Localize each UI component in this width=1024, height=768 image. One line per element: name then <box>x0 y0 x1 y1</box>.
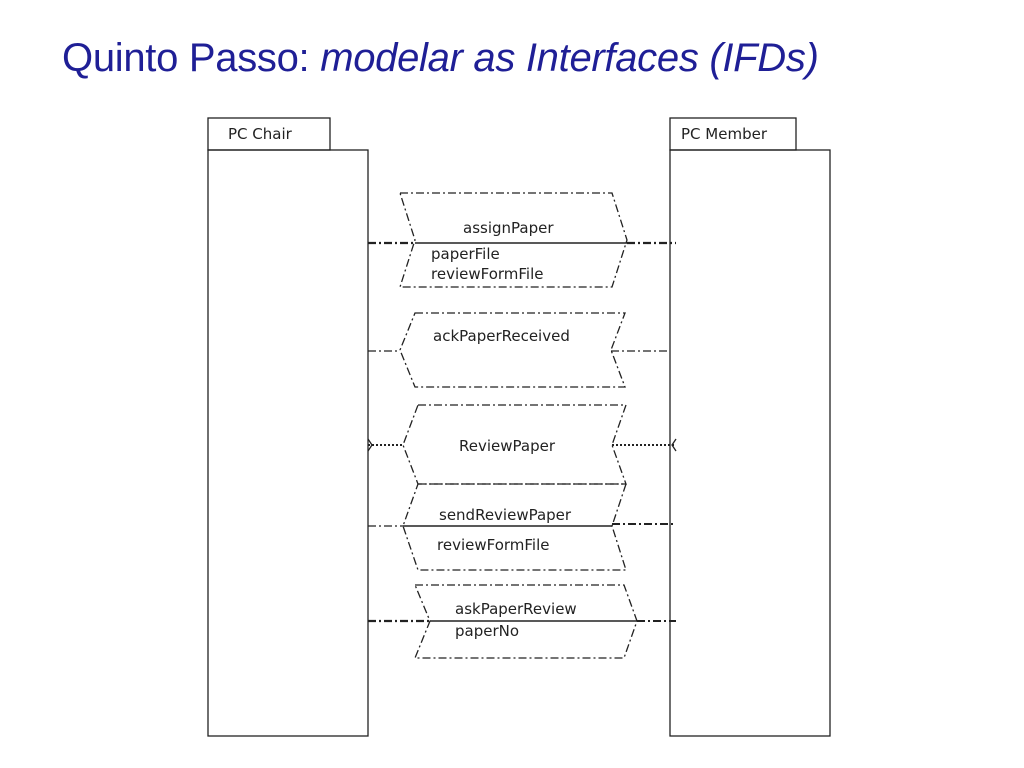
assign-paper-param: reviewFormFile <box>431 265 544 283</box>
send-review-paper-param: reviewFormFile <box>437 536 550 554</box>
title-main: Quinto Passo: <box>62 36 310 80</box>
send-review-paper-shape <box>402 483 627 571</box>
slide-title: Quinto Passo: modelar as Interfaces (IFD… <box>62 34 819 82</box>
review-right-arrowhead <box>671 438 677 452</box>
pc-member-label: PC Member <box>681 125 768 143</box>
title-subtitle: modelar as Interfaces (IFDs) <box>320 36 819 80</box>
pc-chair-label: PC Chair <box>228 125 293 143</box>
ask-paper-review-label: askPaperReview <box>455 600 577 618</box>
review-paper-label: ReviewPaper <box>459 437 556 455</box>
pc-member-lifeline-box <box>669 149 831 737</box>
ask-paper-review-param: paperNo <box>455 622 519 640</box>
pc-chair-lifeline-box <box>207 149 369 737</box>
send-review-paper-label: sendReviewPaper <box>439 506 572 524</box>
assign-paper-shape <box>399 192 628 288</box>
assign-paper-label: assignPaper <box>463 219 554 237</box>
ack-paper-received-label: ackPaperReceived <box>433 327 570 345</box>
ack-paper-received-shape <box>399 312 626 388</box>
review-left-arrowhead <box>367 438 373 452</box>
assign-paper-param: paperFile <box>431 245 500 263</box>
